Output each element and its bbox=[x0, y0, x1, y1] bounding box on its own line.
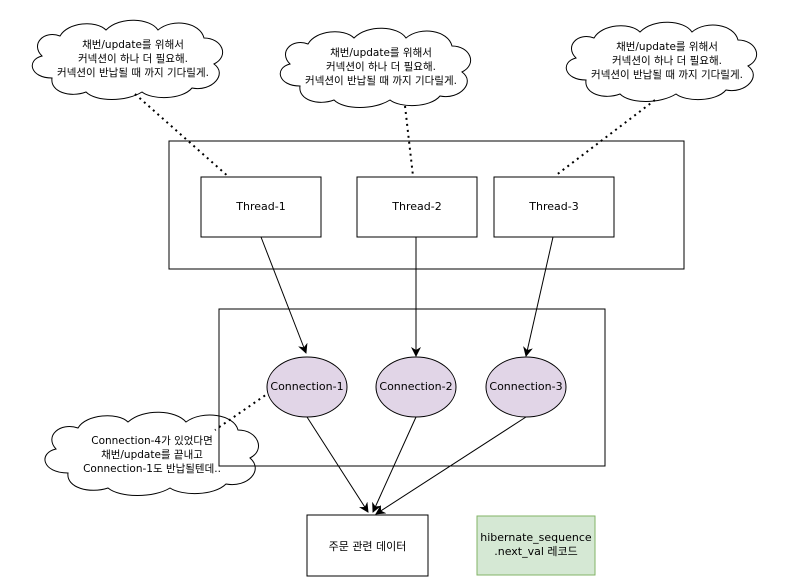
cloud-3-line-3: 커넥션이 반납될 때 까지 기다릴게. bbox=[591, 69, 743, 81]
dotted-line-4 bbox=[214, 391, 271, 431]
cloud-1-line-1: 채번/update를 위해서 bbox=[82, 39, 184, 51]
order-data-box[interactable] bbox=[306, 514, 429, 577]
cloud-shape-4 bbox=[44, 411, 260, 496]
arrow-connection3-order-data bbox=[375, 416, 527, 515]
connection-pool-container bbox=[218, 308, 606, 467]
thread-box-2[interactable] bbox=[356, 176, 478, 238]
cloud-text-1: 채번/update를 위해서 커넥션이 하나 더 필요해. 커넥션이 반납될 때… bbox=[28, 38, 238, 80]
cloud-shape-1 bbox=[31, 19, 224, 100]
arrow-connection2-order-data bbox=[372, 416, 417, 513]
sequence-record-box[interactable] bbox=[476, 515, 596, 576]
connection-label-2: Connection-2 bbox=[379, 380, 453, 393]
thread-label-1: Thread-1 bbox=[236, 200, 286, 213]
arrow-thread1-connection1 bbox=[260, 236, 308, 354]
cloud-4-line-1: Connection-4가 있었다면 bbox=[91, 435, 213, 447]
thread-box-1[interactable] bbox=[200, 176, 322, 238]
sequence-record-label: hibernate_sequence .next_val 레코드 bbox=[477, 531, 595, 559]
arrow-thread3-connection3 bbox=[523, 236, 554, 357]
cloud-3-line-2: 커넥션이 하나 더 필요해. bbox=[612, 55, 722, 67]
cloud-4-line-3: Connection-1도 반납될텐데.. bbox=[83, 463, 221, 475]
dotted-line-1 bbox=[134, 93, 231, 179]
dotted-line-3 bbox=[554, 99, 656, 177]
cloud-text-3: 채번/update를 위해서 커넥션이 하나 더 필요해. 커넥션이 반납될 때… bbox=[562, 40, 772, 82]
cloud-1-line-2: 커넥션이 하나 더 필요해. bbox=[78, 53, 188, 65]
connection-label-1: Connection-1 bbox=[270, 380, 344, 393]
thread-label-2: Thread-2 bbox=[392, 200, 442, 213]
cloud-3-line-1: 채번/update를 위해서 bbox=[616, 41, 718, 53]
connection-label-3: Connection-3 bbox=[489, 380, 563, 393]
sequence-line-1: hibernate_sequence bbox=[480, 531, 592, 544]
order-data-label: 주문 관련 데이터 bbox=[328, 540, 407, 553]
sequence-line-2: .next_val 레코드 bbox=[494, 545, 578, 558]
cloud-4-line-2: 채번/update를 끝내고 bbox=[101, 449, 203, 461]
cloud-2-line-3: 커넥션이 반납될 때 까지 기다릴게. bbox=[305, 75, 457, 87]
cloud-text-4: Connection-4가 있었다면 채번/update를 끝내고 Connec… bbox=[47, 434, 257, 476]
cloud-shape-3 bbox=[565, 21, 758, 102]
cloud-2-line-2: 커넥션이 하나 더 필요해. bbox=[326, 61, 436, 73]
cloud-2-line-1: 채번/update를 위해서 bbox=[330, 47, 432, 59]
thread-label-3: Thread-3 bbox=[529, 200, 579, 213]
thread-box-3[interactable] bbox=[493, 176, 615, 238]
arrow-connection1-order-data bbox=[306, 416, 369, 513]
cloud-text-2: 채번/update를 위해서 커넥션이 하나 더 필요해. 커넥션이 반납될 때… bbox=[276, 46, 486, 88]
cloud-shape-2 bbox=[279, 27, 472, 108]
thread-container bbox=[168, 140, 685, 270]
cloud-1-line-3: 커넥션이 반납될 때 까지 기다릴게. bbox=[57, 67, 209, 79]
